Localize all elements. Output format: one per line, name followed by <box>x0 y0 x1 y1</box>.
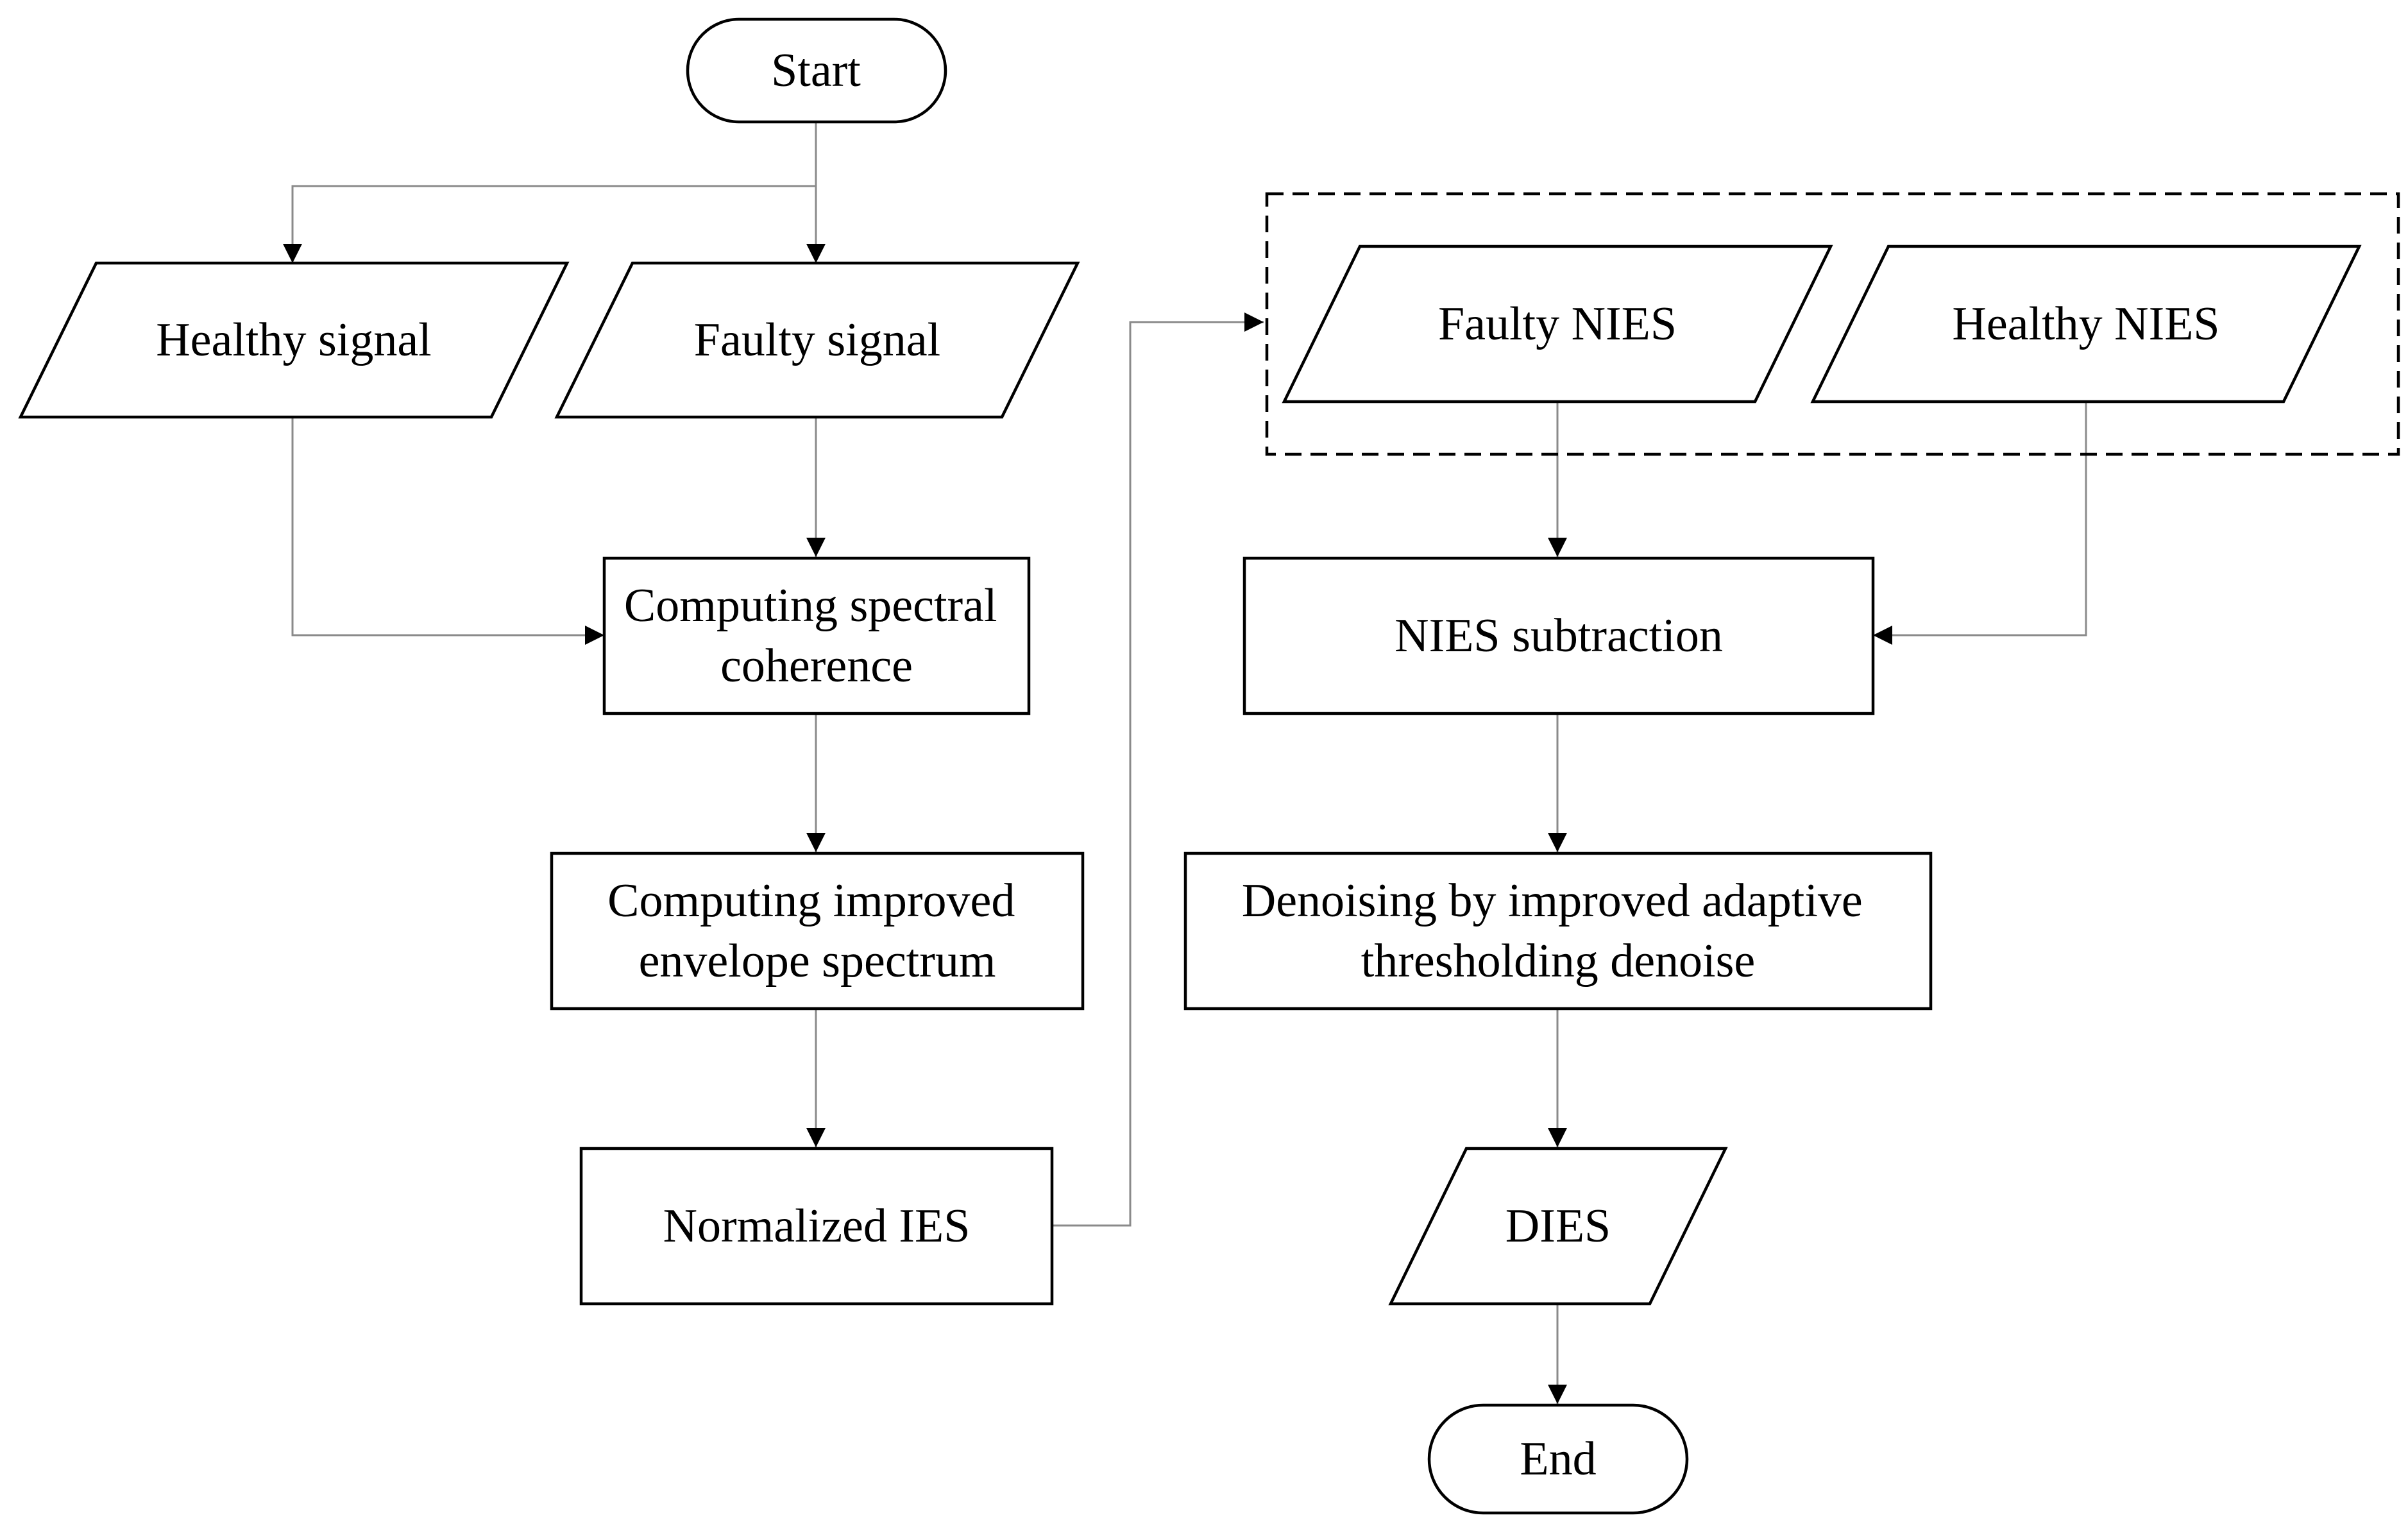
spectral-coherence-line-1: Computing spectral <box>624 579 997 632</box>
nies-subtraction-label: NIES subtraction <box>1395 610 1723 662</box>
faulty-nies-label: Faulty NIES <box>1438 298 1677 350</box>
improved-envelope-label: Computing improved envelope spectrum <box>607 875 1027 987</box>
start-terminal <box>686 17 947 124</box>
node-denoising: Denoising by improved adaptive threshold… <box>1183 851 1933 1011</box>
faulty-signal-parallelogram <box>554 261 1080 419</box>
improved-envelope-box <box>550 851 1085 1011</box>
healthy-nies-parallelogram <box>1810 244 2362 404</box>
start-label: Start <box>771 44 861 97</box>
denoising-box <box>1183 851 1933 1011</box>
edges <box>283 122 2087 1404</box>
edge-healthy-signal-to-coherence <box>291 417 604 645</box>
edge-healthy-nies-to-subtraction <box>1873 402 2087 645</box>
node-end: End <box>1427 1403 1689 1515</box>
end-terminal <box>1427 1403 1689 1515</box>
node-normalized-ies: Normalized IES <box>579 1147 1054 1306</box>
spectral-coherence-box <box>602 556 1031 715</box>
faulty-signal-label: Faulty signal <box>694 314 940 366</box>
edge-normalized-to-nies-group <box>1052 312 1264 1227</box>
node-healthy-signal: Healthy signal <box>18 261 570 419</box>
nies-subtraction-box <box>1242 556 1875 715</box>
normalized-ies-label: Normalized IES <box>663 1200 971 1252</box>
edge-start-to-healthy-signal <box>283 185 816 263</box>
dies-label: DIES <box>1505 1200 1611 1252</box>
healthy-nies-label: Healthy NIES <box>1952 298 2219 350</box>
spectral-coherence-line-2: coherence <box>720 640 913 692</box>
dies-parallelogram <box>1388 1147 1728 1306</box>
nies-input-group <box>1265 192 2400 456</box>
node-healthy-nies: Healthy NIES <box>1810 244 2362 404</box>
node-dies: DIES <box>1388 1147 1728 1306</box>
node-faulty-signal: Faulty signal <box>554 261 1080 419</box>
node-spectral-coherence: Computing spectral coherence <box>602 556 1031 715</box>
healthy-signal-label: Healthy signal <box>156 314 432 366</box>
spectral-coherence-label: Computing spectral coherence <box>624 579 1009 692</box>
denoising-line-1: Denoising by improved adaptive <box>1242 875 1863 927</box>
faulty-nies-parallelogram <box>1282 244 1833 404</box>
denoising-line-2: thresholding denoise <box>1361 935 1756 987</box>
node-start: Start <box>686 17 947 124</box>
normalized-ies-box <box>579 1147 1054 1306</box>
healthy-signal-parallelogram <box>18 261 570 419</box>
end-label: End <box>1520 1433 1596 1485</box>
denoising-label: Denoising by improved adaptive threshold… <box>1242 875 1874 987</box>
node-nies-subtraction: NIES subtraction <box>1242 556 1875 715</box>
node-improved-envelope: Computing improved envelope spectrum <box>550 851 1085 1011</box>
improved-envelope-line-1: Computing improved <box>607 875 1015 927</box>
improved-envelope-line-2: envelope spectrum <box>639 935 996 987</box>
node-faulty-nies: Faulty NIES <box>1282 244 1833 404</box>
